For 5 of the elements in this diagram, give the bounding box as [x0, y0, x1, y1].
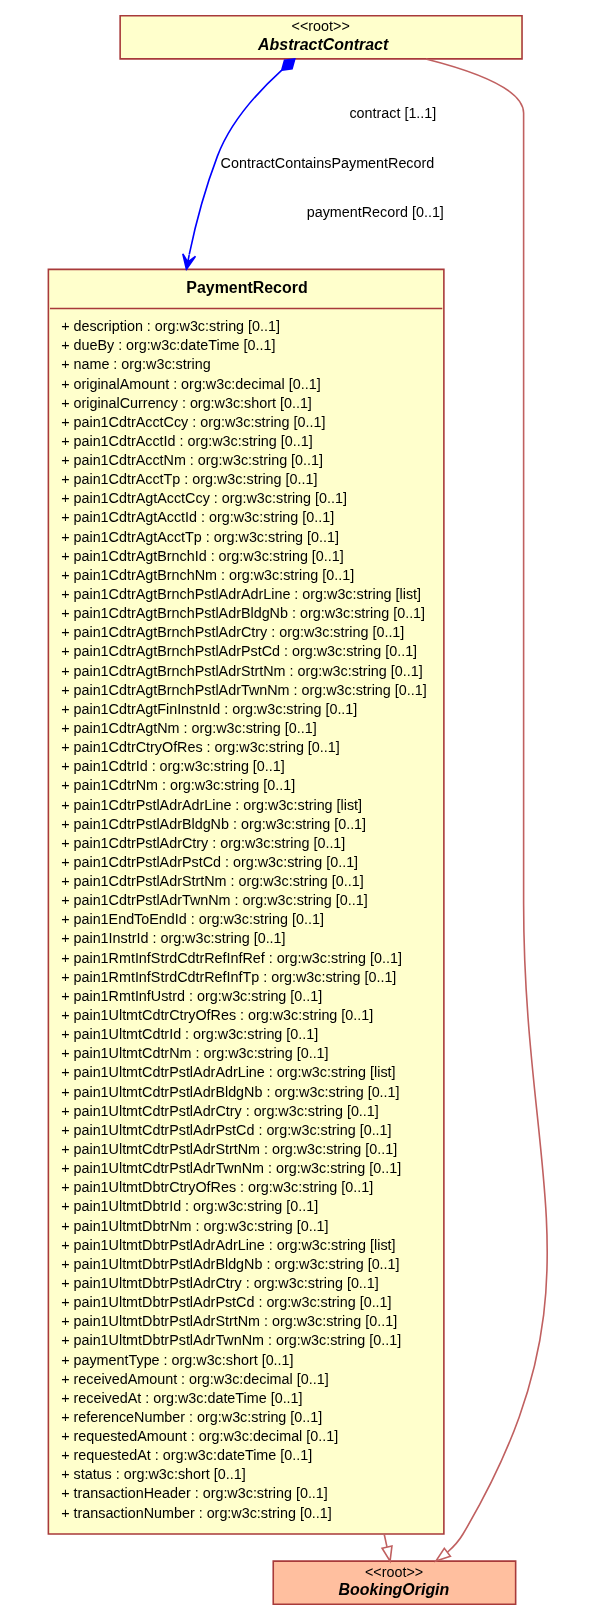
- edge-label: ContractContainsPaymentRecord: [220, 154, 435, 171]
- label: contract [1..1]: [349, 105, 437, 122]
- arrow: [425, 58, 548, 1563]
- arrow: [182, 57, 296, 270]
- label: paymentRecord [0..1]: [306, 204, 444, 221]
